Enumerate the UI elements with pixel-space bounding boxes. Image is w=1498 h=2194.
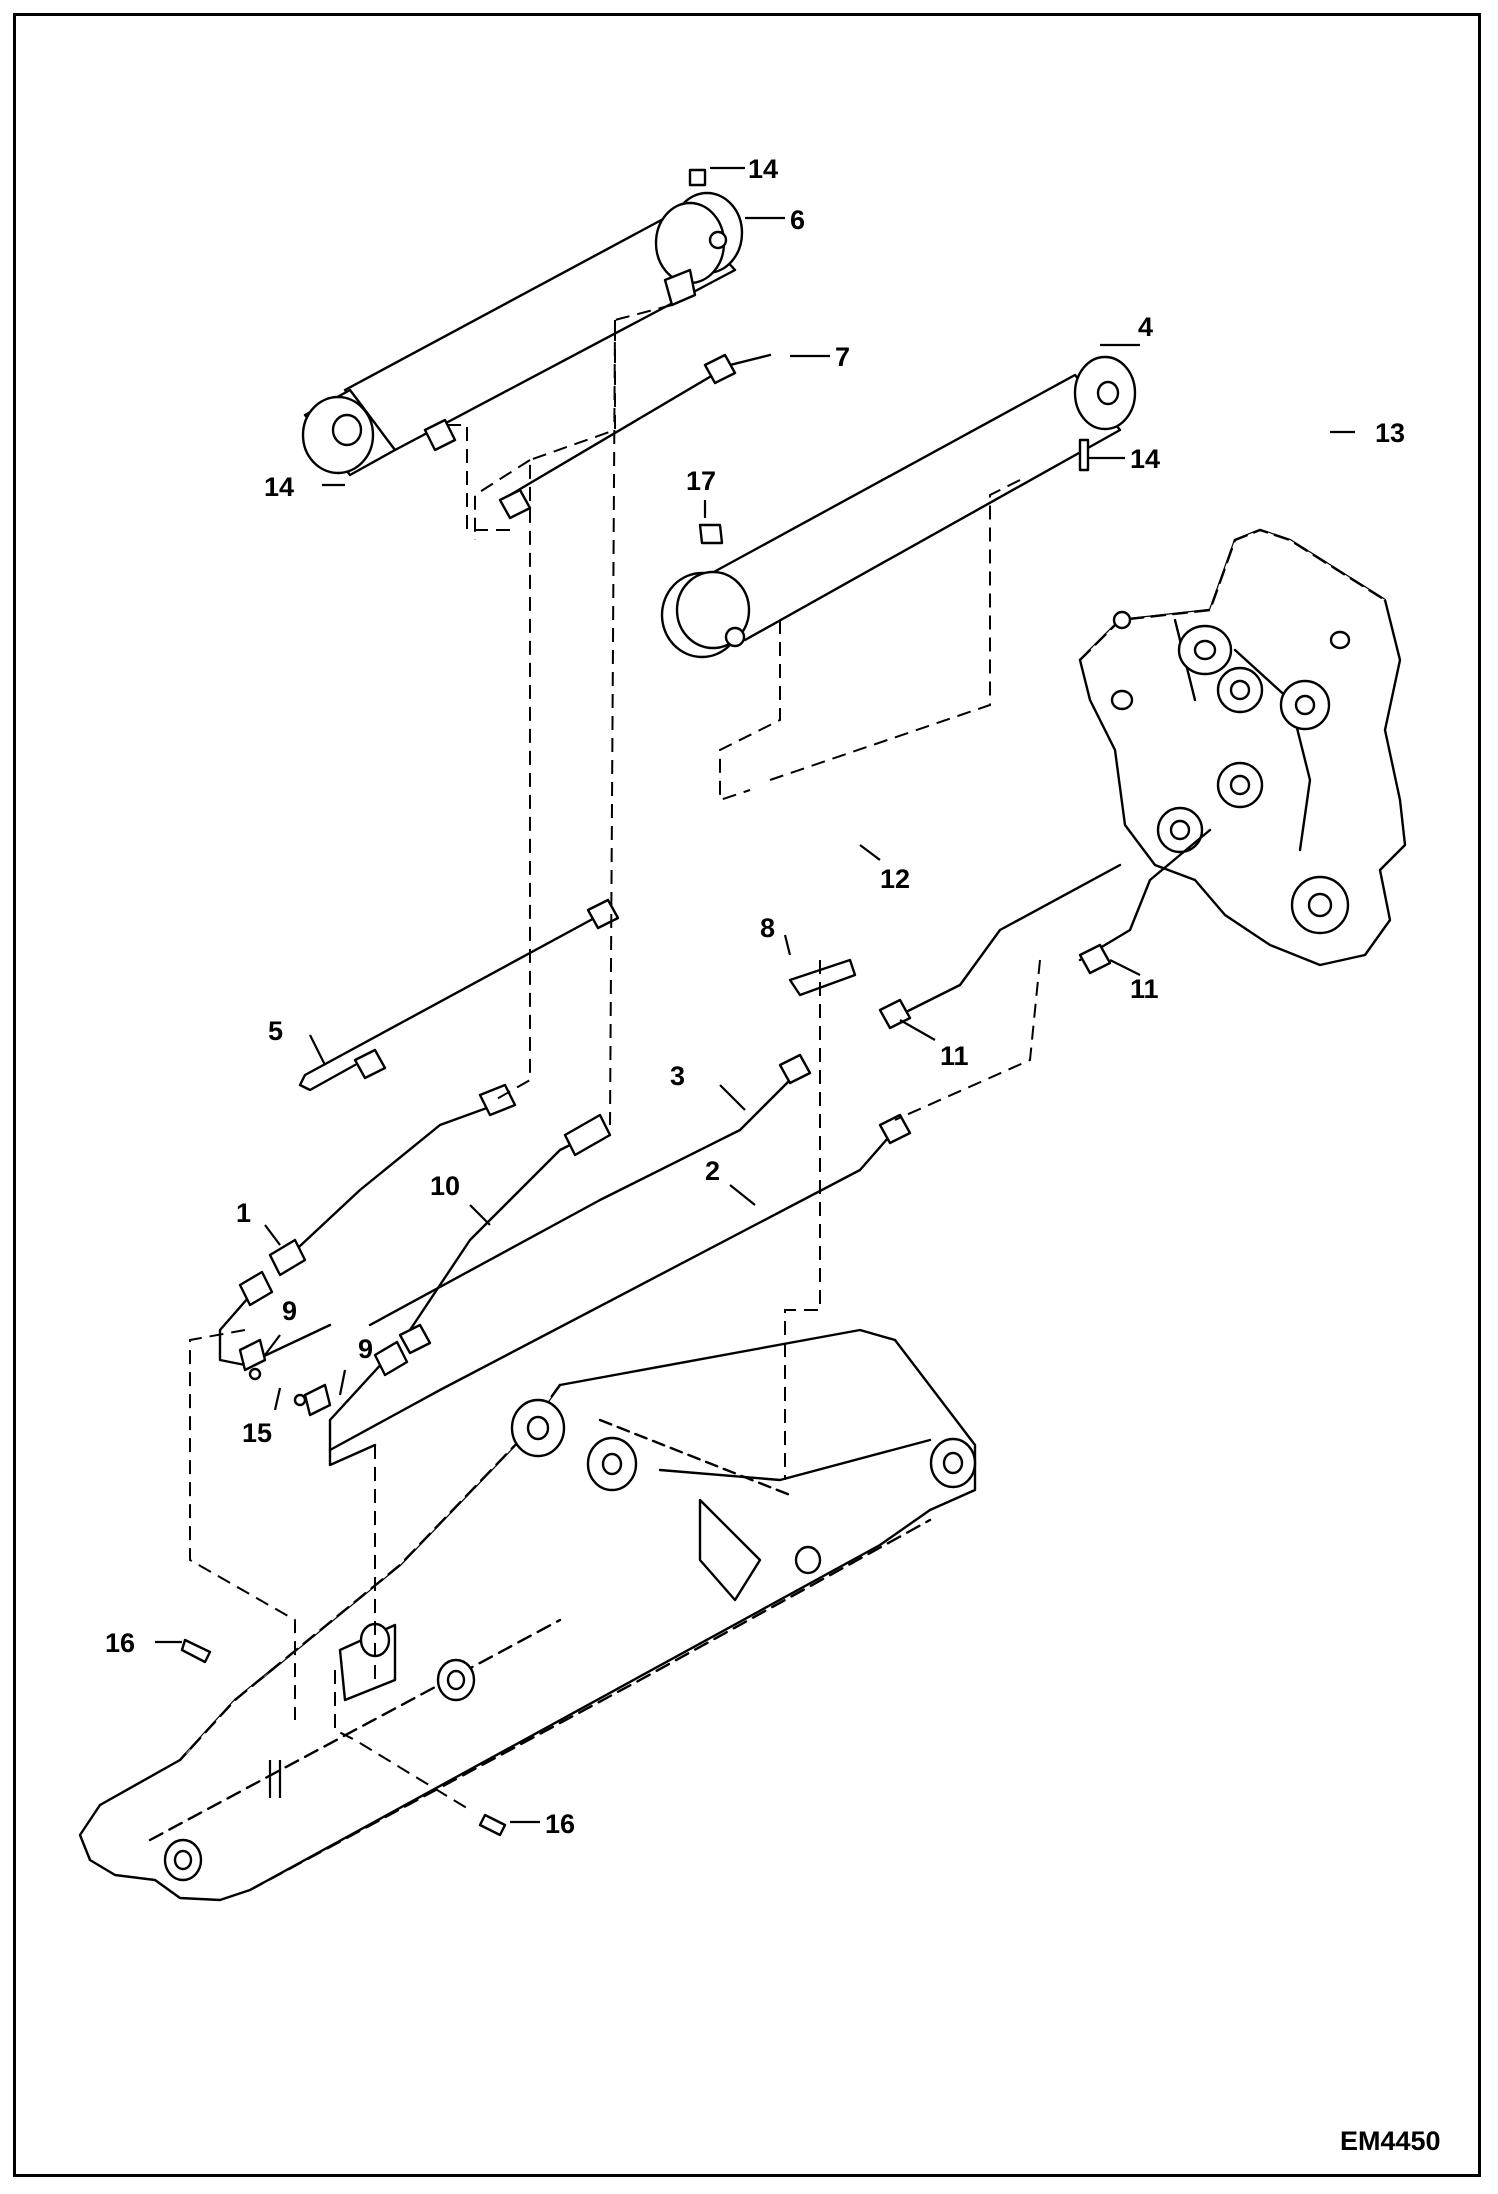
callout-16-right: 16	[545, 1809, 575, 1839]
callout-7: 7	[835, 342, 850, 372]
callout-4: 4	[1138, 312, 1153, 342]
callout-5: 5	[268, 1016, 283, 1046]
callout-9-left: 9	[282, 1296, 297, 1326]
callout-11-left: 11	[940, 1041, 969, 1071]
alignment-lines	[189, 304, 1041, 1811]
callout-1: 1	[236, 1198, 251, 1228]
callout-6: 6	[790, 205, 805, 235]
callout-leaders	[155, 166, 1355, 1824]
callout-13: 13	[1375, 418, 1405, 448]
hydraulic-lines	[180, 353, 912, 1837]
callout-labels: 14 6 7 4 13 14 14 17 12 8 5 11 11 3 10 2…	[105, 154, 1405, 1839]
hoses-11	[878, 828, 1212, 1030]
callout-3: 3	[670, 1061, 685, 1091]
callout-10: 10	[430, 1171, 460, 1201]
callout-16-left: 16	[105, 1628, 135, 1658]
drawing-code: EM4450	[1340, 2126, 1441, 2156]
callout-12: 12	[880, 864, 910, 894]
callout-9-right: 9	[358, 1334, 373, 1364]
callout-17: 17	[686, 466, 716, 496]
callout-14-top: 14	[748, 154, 778, 184]
callout-8: 8	[760, 913, 775, 943]
swing-mount	[1078, 528, 1407, 967]
callout-14-right: 14	[1130, 444, 1160, 474]
callout-14-left: 14	[264, 472, 294, 502]
boom-arm	[78, 1328, 977, 1902]
line-13	[732, 397, 1358, 773]
callout-15: 15	[242, 1418, 272, 1448]
callout-11-right: 11	[1130, 974, 1159, 1004]
cylinder-4	[660, 355, 1137, 659]
callout-2: 2	[705, 1156, 720, 1186]
line-12	[317, 717, 1048, 1123]
cylinder-6	[301, 168, 744, 477]
